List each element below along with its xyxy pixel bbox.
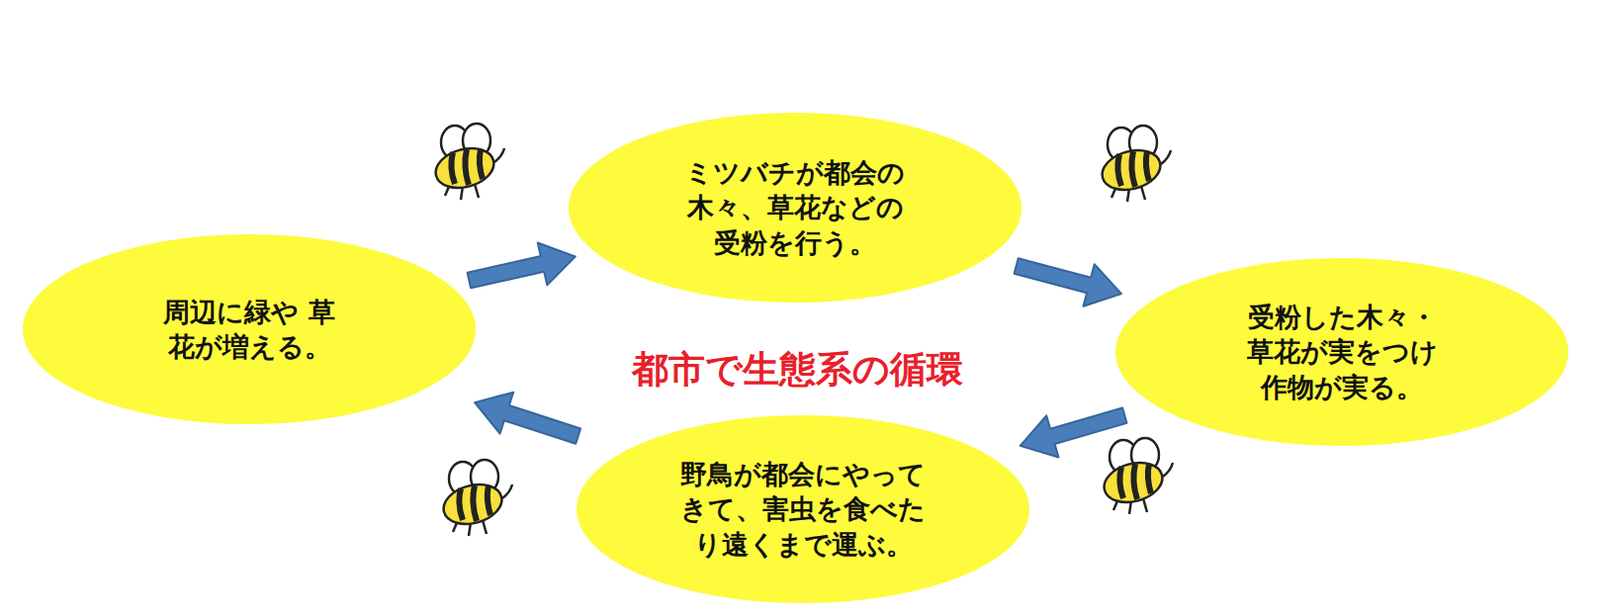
bee — [1097, 125, 1171, 202]
bee — [1099, 438, 1173, 515]
ellipse-node: 周辺に緑や 草花が増える。 — [22, 234, 476, 425]
ellipse-node: ミツバチが都会の 木々、草花などの 受粉を行う。 — [568, 112, 1022, 303]
node-text: 野鳥が都会にやって きて、害虫を食べた り遠くまで運ぶ。 — [678, 456, 928, 561]
block-arrow — [467, 243, 576, 289]
ellipse-node: 受粉した木々・ 草花が実をつけ 作物が実る。 — [1115, 258, 1569, 446]
center-title: 都市で生態系の循環 — [631, 345, 964, 395]
ellipse-outline — [22, 234, 476, 425]
node-text: 受粉した木々・ 草花が実をつけ 作物が実る。 — [1244, 299, 1440, 404]
block-arrow — [1014, 258, 1122, 306]
block-arrow — [474, 392, 581, 445]
node-text: 周辺に緑や 草花が増える。 — [152, 294, 347, 364]
bee — [431, 123, 505, 200]
bee — [439, 459, 513, 536]
block-arrow — [1020, 407, 1128, 457]
node-text: ミツバチが都会の 木々、草花などの 受粉を行う。 — [683, 155, 907, 260]
ellipse-node: 野鳥が都会にやって きて、害虫を食べた り遠くまで運ぶ。 — [576, 415, 1030, 604]
